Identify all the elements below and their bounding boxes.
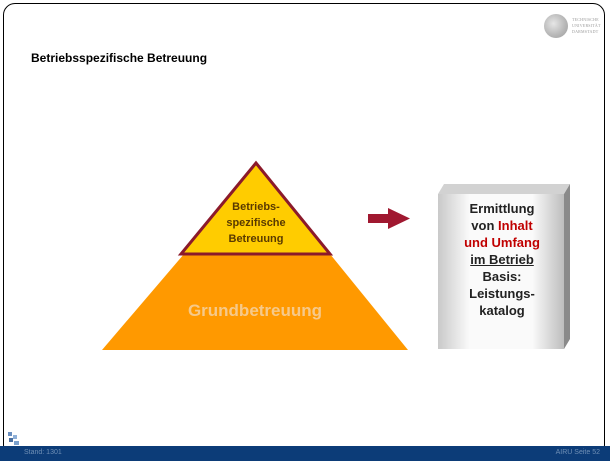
footer-bar — [0, 446, 610, 461]
info-box-line-1: Ermittlung — [469, 201, 535, 216]
logo-line-1: TECHNISCHE — [572, 17, 599, 22]
info-box-line-7: katalog — [479, 303, 525, 318]
footer-page-number: AIRU Seite 52 — [555, 449, 600, 456]
logo-line-3: DARMSTADT — [572, 29, 599, 34]
slide-title: Betriebsspezifische Betreuung — [31, 51, 208, 65]
pyramid-top-label-line-1: Betriebs- — [232, 201, 280, 213]
university-seal-icon — [544, 14, 568, 38]
pyramid-base — [102, 254, 408, 350]
university-logo: TECHNISCHE UNIVERSITÄT DARMSTADT — [544, 10, 604, 44]
right-arrow-icon — [368, 208, 410, 229]
footer-date: Stand: 1301 — [24, 449, 62, 456]
pyramid-top — [177, 160, 334, 256]
info-box-line-6: Leistungs- — [469, 286, 535, 301]
info-box — [438, 184, 570, 349]
info-box-highlight-inhalt: Inhalt — [498, 218, 533, 233]
info-box-line-4: im Betrieb — [470, 252, 534, 267]
info-box-line-3: und Umfang — [464, 235, 540, 250]
info-box-line-2-prefix: von — [471, 218, 495, 233]
info-box-line-5: Basis: — [482, 269, 522, 284]
pyramid-top-label: Betriebs- spezifische Betreuung — [206, 199, 306, 247]
navigation-icon[interactable] — [8, 432, 20, 446]
info-box-text: Ermittlung von Inhalt und Umfang im Betr… — [444, 200, 560, 319]
pyramid-top-label-line-3: Betreuung — [228, 233, 284, 245]
logo-line-2: UNIVERSITÄT — [572, 23, 601, 28]
pyramid-base-label: Grundbetreuung — [187, 301, 323, 320]
info-box-line-2: von Inhalt — [444, 217, 560, 234]
pyramid-top-label-line-2: spezifische — [226, 217, 286, 229]
